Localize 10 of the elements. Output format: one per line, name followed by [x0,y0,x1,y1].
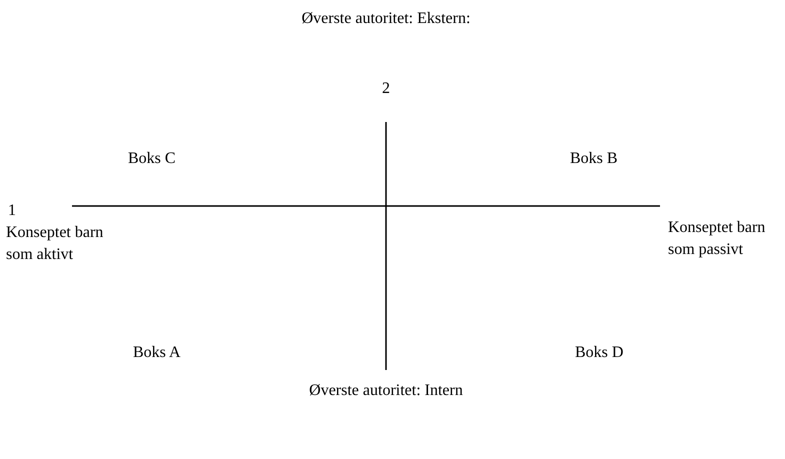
axis-label: Konseptet barn som passivt [668,218,766,260]
axis-label: Øverste autoritet: Intern [308,381,464,401]
axis-label: Øverste autoritet: Ekstern: [300,9,472,29]
quadrant-label: Boks D [575,343,624,363]
axis-label: Konseptet barn som aktivt [6,223,104,265]
axis-number: 2 [381,79,391,99]
quadrant-label: Boks C [128,149,177,169]
quadrant-label: Boks B [570,149,619,169]
axis-number: 1 [8,201,17,221]
quadrant-label: Boks A [133,343,182,363]
